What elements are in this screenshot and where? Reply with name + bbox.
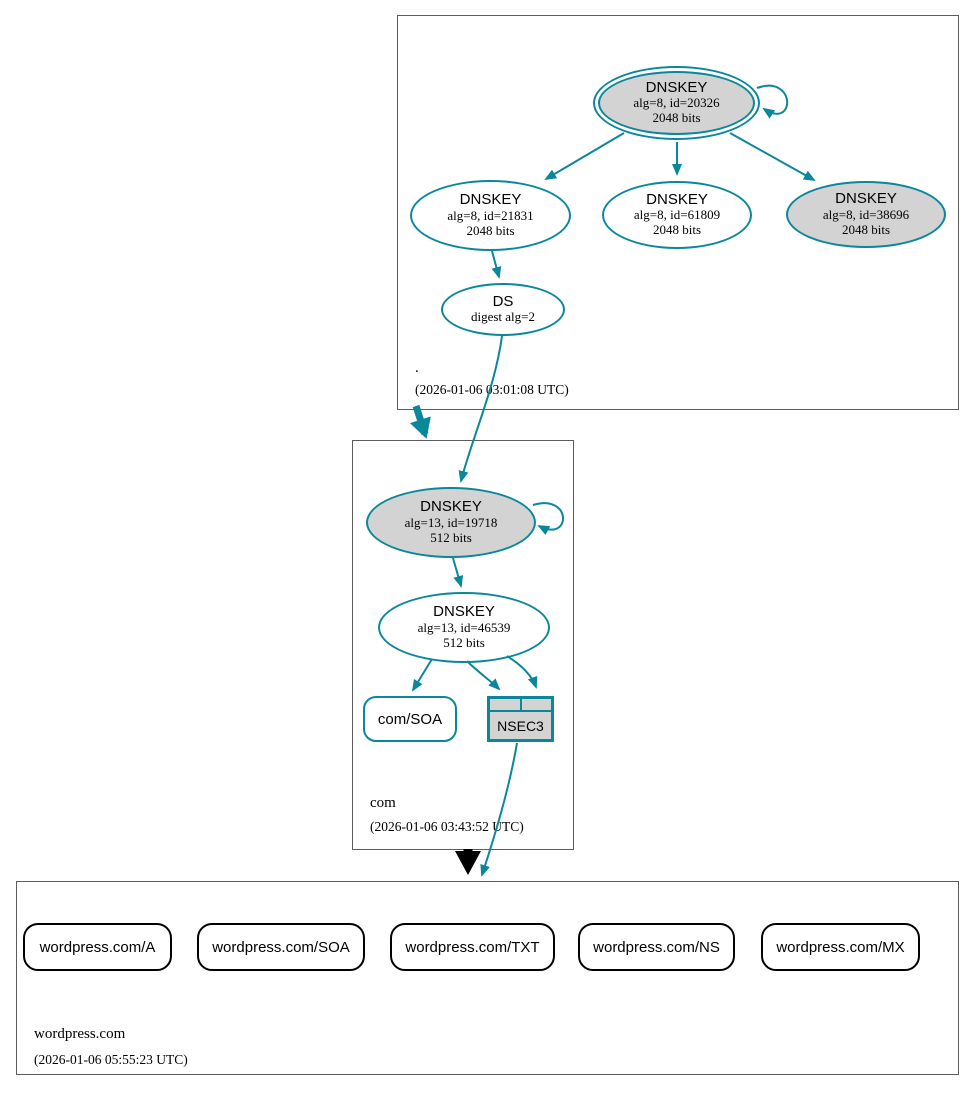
ds-node-root-com[interactable]: DS digest alg=2	[441, 283, 565, 336]
dnskey-bits: 512 bits	[443, 634, 485, 650]
dnskey-title: DNSKEY	[646, 190, 708, 208]
dnskey-bits: 2048 bits	[841, 221, 891, 237]
dnskey-bits: 512 bits	[430, 529, 472, 545]
dnskey-node-root-61809[interactable]: DNSKEY alg=8, id=61809 2048 bits	[602, 181, 752, 249]
nsec3-node-com[interactable]: NSEC3	[487, 696, 554, 742]
dnskey-title: DNSKEY	[645, 78, 708, 96]
rrset-node-wordpress-a[interactable]: wordpress.com/A	[23, 923, 172, 971]
dnskey-node-root-21831[interactable]: DNSKEY alg=8, id=21831 2048 bits	[410, 180, 571, 251]
zone-timestamp-root: (2026-01-06 03:01:08 UTC)	[415, 382, 569, 397]
dnskey-bits: 2048 bits	[652, 110, 701, 126]
ds-digest-alg: digest alg=2	[470, 309, 536, 325]
nsec3-label: NSEC3	[497, 717, 544, 734]
zone-timestamp-wordpress: (2026-01-06 05:55:23 UTC)	[34, 1052, 188, 1067]
rrset-label: wordpress.com/NS	[593, 938, 720, 956]
dnskey-alg-id: alg=13, id=46539	[417, 619, 511, 635]
dnskey-node-root-38696[interactable]: DNSKEY alg=8, id=38696 2048 bits	[786, 181, 946, 248]
rrset-node-wordpress-mx[interactable]: wordpress.com/MX	[761, 923, 920, 971]
nsec3-cells	[490, 699, 551, 712]
rrset-node-wordpress-soa[interactable]: wordpress.com/SOA	[197, 923, 365, 971]
zone-name-root: .	[415, 360, 419, 376]
dnskey-title: DNSKEY	[433, 603, 495, 621]
dnskey-alg-id: alg=13, id=19718	[404, 514, 498, 530]
dnskey-title: DNSKEY	[420, 498, 482, 516]
dnskey-alg-id: alg=8, id=20326	[633, 95, 720, 111]
dnskey-alg-id: alg=8, id=38696	[822, 206, 910, 222]
zone-name-com: com	[370, 795, 396, 811]
dnskey-node-com-46539[interactable]: DNSKEY alg=13, id=46539 512 bits	[378, 592, 550, 663]
rrset-label: com/SOA	[377, 710, 443, 728]
nsec3-cell-1	[490, 699, 522, 710]
rrset-node-com-soa[interactable]: com/SOA	[363, 696, 457, 742]
dnskey-alg-id: alg=8, id=61809	[633, 207, 721, 223]
dnskey-node-root-ksk-20326-body: DNSKEY alg=8, id=20326 2048 bits	[598, 71, 755, 135]
rrset-label: wordpress.com/A	[39, 938, 156, 956]
dnskey-bits: 2048 bits	[466, 222, 515, 238]
dnskey-title: DNSKEY	[459, 191, 522, 209]
dnskey-alg-id: alg=8, id=21831	[447, 207, 534, 223]
nsec3-cell-2	[522, 699, 552, 710]
dnskey-node-com-ksk-19718[interactable]: DNSKEY alg=13, id=19718 512 bits	[366, 487, 536, 558]
rrset-node-wordpress-ns[interactable]: wordpress.com/NS	[578, 923, 735, 971]
rrset-label: wordpress.com/SOA	[212, 938, 350, 956]
zone-name-wordpress: wordpress.com	[34, 1026, 126, 1042]
dnskey-node-root-ksk-20326[interactable]: DNSKEY alg=8, id=20326 2048 bits	[593, 66, 760, 140]
edge-delegation-root-to-com	[409, 404, 431, 439]
ds-title: DS	[492, 292, 514, 310]
dnskey-title: DNSKEY	[835, 190, 897, 208]
zone-timestamp-com: (2026-01-06 03:43:52 UTC)	[370, 819, 524, 834]
rrset-label: wordpress.com/TXT	[405, 938, 540, 956]
rrset-label: wordpress.com/MX	[776, 938, 905, 956]
dnskey-bits: 2048 bits	[652, 222, 702, 238]
rrset-node-wordpress-txt[interactable]: wordpress.com/TXT	[390, 923, 555, 971]
zone-box-wordpress: wordpress.com (2026-01-06 05:55:23 UTC)	[16, 881, 959, 1075]
